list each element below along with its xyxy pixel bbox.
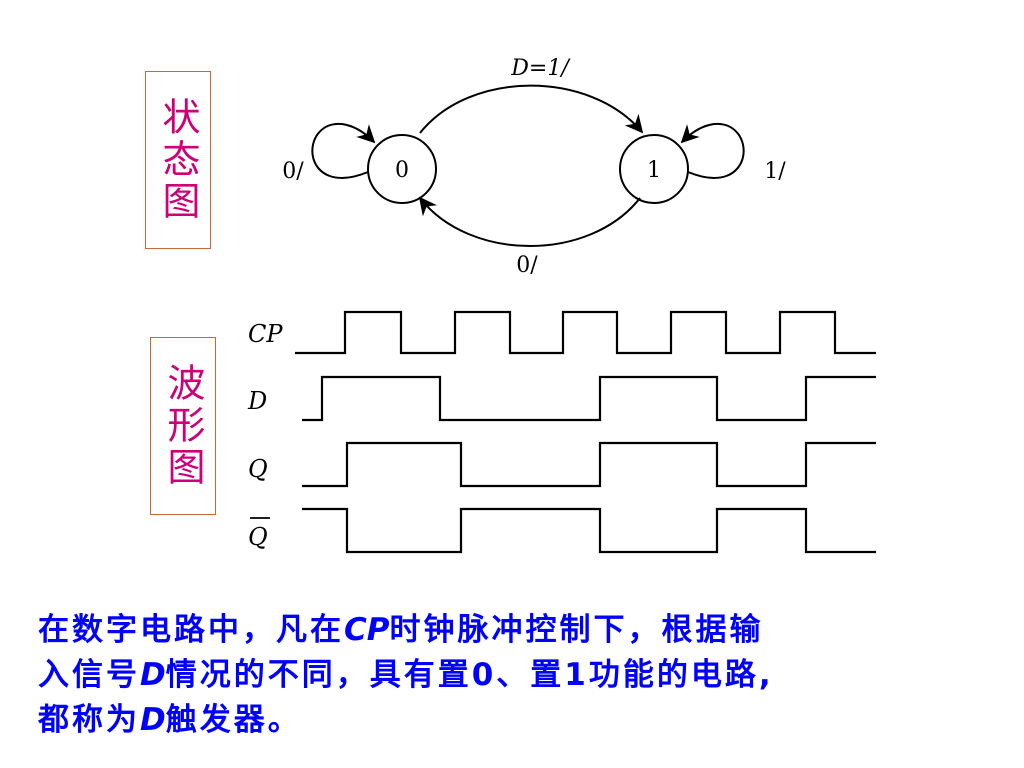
caption-text: 在数字电路中，凡在 xyxy=(38,612,344,648)
self-loop-0-label: 0/ xyxy=(282,159,304,184)
signal-q-label: Q xyxy=(248,455,268,483)
state-0-node xyxy=(367,134,437,204)
state-diagram-label: 状态图 xyxy=(145,71,211,249)
caption-text: 时钟脉冲控制下，根据输 xyxy=(389,612,764,648)
state-0-label: 0 xyxy=(395,158,409,183)
caption-text: 触发器。 xyxy=(165,702,302,738)
signal-d-label: D xyxy=(247,387,267,415)
description-line-3: 都称为D触发器。 xyxy=(38,698,1024,743)
caption-text: 入信号 xyxy=(38,657,140,693)
description-line-1: 在数字电路中，凡在CP时钟脉冲控制下，根据输 xyxy=(38,608,1024,653)
caption-cp-term: CP xyxy=(344,612,390,648)
caption-d-term: D xyxy=(140,702,166,738)
transition-top-label: D=1/ xyxy=(510,56,571,81)
self-loop-1-label: 1/ xyxy=(764,159,786,184)
d-waveform xyxy=(302,375,876,422)
signal-cp-label: CP xyxy=(248,320,283,348)
flip-flop-diagrams: 0 1 D=1/ 0/ 0/ 1/ CP D Q Q xyxy=(247,56,876,554)
self-loop-1-arrow xyxy=(680,122,745,179)
caption-d-term: D xyxy=(140,657,166,693)
q-waveform xyxy=(302,441,876,488)
state-diagram xyxy=(311,84,745,247)
caption-text: 都称为 xyxy=(38,702,140,738)
description-line-2: 入信号D情况的不同，具有置0、置1功能的电路, xyxy=(38,653,1024,698)
description-text: 在数字电路中，凡在CP时钟脉冲控制下，根据输 入信号D情况的不同，具有置0、置1… xyxy=(38,608,1024,743)
cp-waveform xyxy=(295,310,876,355)
self-loop-0-arrow xyxy=(311,122,376,179)
state-1-label: 1 xyxy=(647,158,661,183)
transition-0-to-1-arrow xyxy=(419,84,644,134)
transition-bottom-label: 0/ xyxy=(516,253,538,278)
waveform-diagram-label: 波形图 xyxy=(150,337,216,515)
signal-q-bar-label: Q xyxy=(248,523,268,551)
state-1-node xyxy=(619,134,689,204)
caption-text: 情况的不同，具有置0、置1功能的电路, xyxy=(165,657,774,693)
transition-1-to-0-arrow xyxy=(418,196,641,247)
q-bar-waveform xyxy=(302,507,876,554)
